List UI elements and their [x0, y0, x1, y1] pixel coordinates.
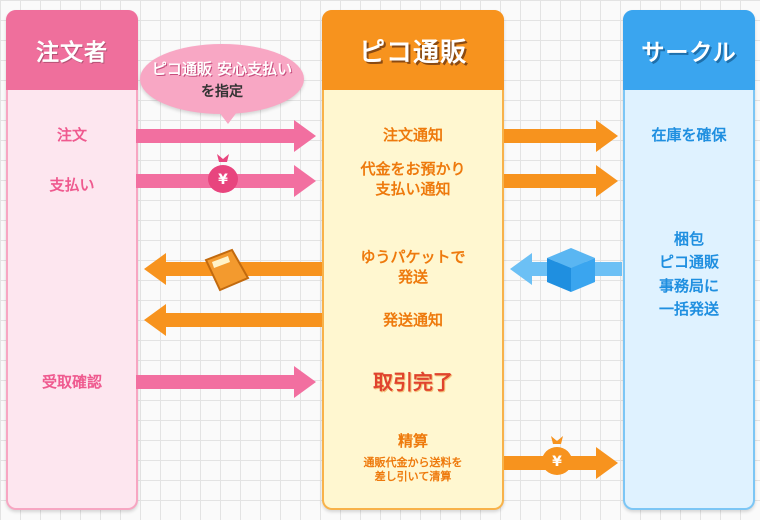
deposit-notice-line2: 支払い通知: [375, 179, 451, 198]
settlement-note-line1: 通販代金から送料を: [363, 456, 463, 469]
settlement-label: 精算: [397, 432, 428, 450]
arrow-order: [136, 120, 316, 152]
deposit-notice-line1: 代金をお預かり: [360, 160, 466, 178]
circle-column: [623, 10, 755, 510]
pack-ship-label: 梱包 ピコ通販 事務局に 一括発送: [623, 228, 755, 321]
office-line2: 事務局に: [658, 276, 719, 295]
yen-symbol: ¥: [552, 454, 562, 470]
box-icon: [543, 244, 599, 294]
office-line1: ピコ通販: [658, 253, 719, 272]
ship-label: ゆうパケットで 発送: [322, 248, 504, 287]
pack-line: 梱包: [673, 230, 704, 248]
platform-column: [322, 10, 504, 510]
settlement-note-line2: 差し引いて清算: [374, 470, 452, 484]
yen-symbol: ¥: [218, 172, 228, 188]
ship-line2: 発送: [397, 267, 428, 286]
platform-header: ピコ通販: [322, 10, 504, 90]
arrow-confirm: [136, 366, 316, 398]
arrow-order-notice: [504, 120, 618, 152]
money-bag-icon: ¥: [540, 432, 574, 476]
customer-header: 注文者: [6, 10, 138, 90]
arrow-deposit-notice: [504, 165, 618, 197]
platform-title: ピコ通販: [358, 37, 467, 68]
circle-title: サークル: [641, 40, 737, 66]
arrow-ship-notice: [144, 304, 322, 336]
secure-payment-bubble: ピコ通販 安心支払い を指定: [140, 44, 304, 114]
stock-label: 在庫を確保: [651, 126, 727, 144]
customer-title: 注文者: [36, 40, 108, 66]
order-notice-label: 注文通知: [382, 126, 443, 144]
package-icon: [200, 246, 252, 294]
bubble-subtitle: を指定: [201, 83, 243, 100]
money-bag-icon: ¥: [206, 150, 240, 194]
ship-line1: ゆうパケットで: [360, 248, 466, 266]
bubble-tail: [216, 108, 240, 124]
bubble-title: ピコ通販 安心支払い: [151, 59, 293, 78]
transaction-complete-label: 取引完了: [373, 370, 453, 394]
settlement-note: 通販代金から送料を 差し引いて清算: [322, 456, 504, 485]
customer-column: [6, 10, 138, 510]
ship-notice-label: 発送通知: [382, 311, 443, 329]
circle-header: サークル: [623, 10, 755, 90]
customer-order-label: 注文: [56, 126, 87, 144]
customer-payment-label: 支払い: [49, 176, 95, 194]
deposit-notice-label: 代金をお預かり 支払い通知: [322, 160, 504, 199]
office-line3: 一括発送: [658, 299, 719, 318]
customer-confirm-label: 受取確認: [41, 373, 102, 391]
